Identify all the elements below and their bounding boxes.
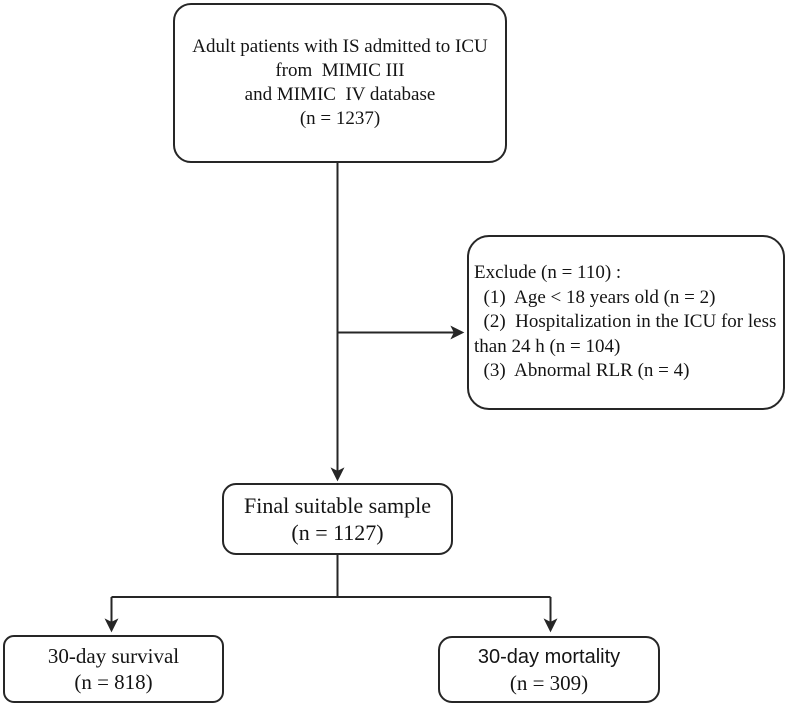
survival-count: (n = 818) xyxy=(74,670,153,694)
exclusions-text: Exclude (n = 110) : (1) Age < 18 years o… xyxy=(474,262,777,381)
mortality-count: (n = 309) xyxy=(509,670,589,695)
mortality-label: 30-day mortality xyxy=(477,645,621,668)
box-survival: 30-day survival (n = 818) xyxy=(3,635,224,703)
source-population-text: Adult patients with IS admitted to ICU f… xyxy=(192,36,488,129)
final-sample-text: Final suitable sample (n = 1127) xyxy=(244,493,431,545)
box-exclusions: Exclude (n = 110) : (1) Age < 18 years o… xyxy=(467,235,785,410)
box-source-population: Adult patients with IS admitted to ICU f… xyxy=(173,3,507,163)
survival-label: 30-day survival xyxy=(47,644,180,668)
box-final-sample: Final suitable sample (n = 1127) xyxy=(222,483,453,555)
box-mortality: 30-day mortality (n = 309) xyxy=(438,636,660,703)
